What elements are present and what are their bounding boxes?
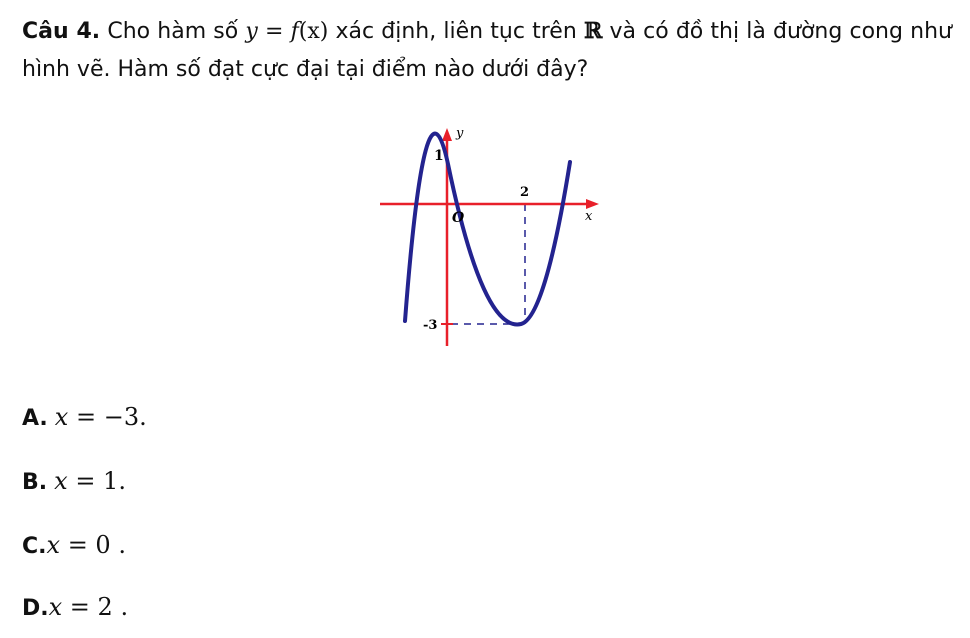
option-b[interactable]: B. x = 1. [22, 466, 126, 498]
real-numbers-symbol: ℝ [583, 18, 603, 44]
option-d-answer: x = 2 . [48, 593, 129, 621]
function-curve [403, 131, 572, 327]
question-number: Câu 4. [22, 19, 101, 44]
y-axis-arrow-icon [442, 128, 452, 141]
label-one: 1 [434, 148, 444, 164]
option-d[interactable]: D.x = 2 . [22, 592, 128, 624]
option-a[interactable]: A. x = −3. [22, 402, 147, 434]
label-y: y [455, 126, 464, 141]
option-c-letter: C. [22, 534, 47, 559]
option-d-letter: D. [22, 596, 49, 621]
x-axis-arrow-icon [586, 199, 599, 209]
option-c-answer: x = 0 . [46, 531, 126, 559]
label-origin: O [452, 210, 465, 226]
label-x: x [585, 209, 593, 224]
option-b-answer: x = 1. [54, 467, 126, 495]
option-b-letter: B. [22, 470, 48, 495]
question-text-before: Cho hàm số [107, 19, 239, 44]
question-text-after: và có đồ thị là đường cong như hình vẽ. … [22, 19, 952, 82]
function-formula: y = f(x) [245, 19, 329, 44]
option-a-answer: x = −3. [54, 403, 147, 431]
label-two: 2 [520, 185, 529, 200]
question-text: Câu 4. Cho hàm số y = f(x) xác định, liê… [22, 12, 952, 89]
option-a-letter: A. [22, 406, 48, 431]
question-text-middle: xác định, liên tục trên [335, 19, 577, 44]
option-c[interactable]: C.x = 0 . [22, 530, 126, 562]
function-graph: y x O 1 2 -3 [380, 126, 599, 346]
label-minus-three: -3 [423, 318, 437, 333]
